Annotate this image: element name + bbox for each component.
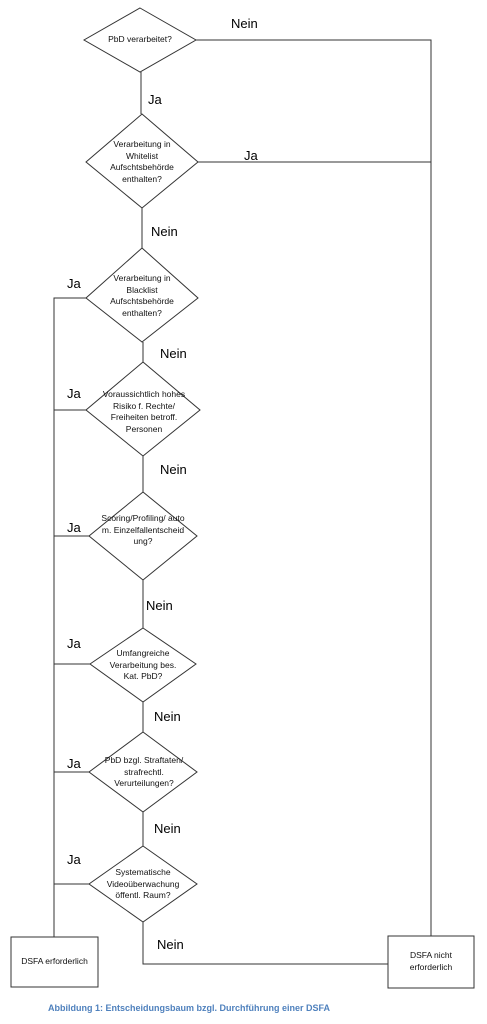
decision-text-special-categories: Umfangreiche Verarbeitung bes. Kat. PbD? [109, 648, 177, 681]
figure-caption: Abbildung 1: Entscheidungsbaum bzgl. Dur… [48, 1003, 331, 1013]
edge-label-d8-no: Nein [157, 937, 184, 952]
decision-text-pbd-processed: PbD verarbeitet? [108, 34, 172, 44]
edge-label-d5-no: Nein [146, 598, 173, 613]
edge-label-d1-no: Nein [231, 16, 258, 31]
outcome-text-dsfa-not-required: DSFA nicht erforderlich [409, 950, 453, 972]
decision-text-high-risk: Voraussichtlich hohes Risiko f. Rechte/ … [102, 389, 186, 434]
edge-label-d4-yes: Ja [67, 386, 81, 401]
edge-label-d2-no: Nein [151, 224, 178, 239]
connector-d3-required [53, 297, 86, 937]
edge-label-d6-yes: Ja [67, 636, 81, 651]
edge-label-d5-yes: Ja [67, 520, 81, 535]
connector-d1-not-required [196, 39, 432, 936]
decision-text-scoring: Scoring/Profiling/ autom. Einzelfallents… [101, 513, 185, 546]
decision-diamond-blacklist [85, 247, 199, 343]
edge-label-d4-no: Nein [160, 462, 187, 477]
decision-text-whitelist: Verarbeitung in Whitelist Aufschtsbehörd… [110, 139, 174, 184]
edge-label-d7-yes: Ja [67, 756, 81, 771]
decision-text-video-surveillance: Systematische Videoüberwachung öffentl. … [106, 867, 180, 900]
edge-label-d2-yes: Ja [244, 148, 258, 163]
outcome-box-dsfa-required [10, 936, 99, 988]
edge-label-d3-yes: Ja [67, 276, 81, 291]
edge-label-d1-yes: Ja [148, 92, 162, 107]
decision-diamond-pbd-processed [82, 7, 198, 73]
decision-text-criminal-offences: PbD bzgl. Straftaten/ strafrechtl. Verur… [104, 755, 184, 788]
edge-label-d8-yes: Ja [67, 852, 81, 867]
outcome-text-dsfa-required: DSFA erforderlich [21, 956, 88, 966]
edge-label-d7-no: Nein [154, 821, 181, 836]
outcome-box-dsfa-not-required [387, 935, 475, 989]
decision-text-blacklist: Verarbeitung in Blacklist Aufschtsbehörd… [110, 273, 174, 318]
connector-d8-not-required [142, 922, 388, 965]
edge-label-d6-no: Nein [154, 709, 181, 724]
edge-label-d3-no: Nein [160, 346, 187, 361]
